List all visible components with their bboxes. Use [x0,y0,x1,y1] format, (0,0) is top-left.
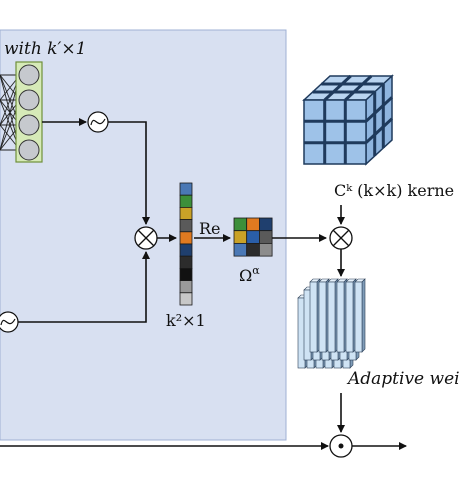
vector-cell [179,292,193,306]
vector-cell [179,182,193,196]
path-act-to-mult [108,121,150,225]
weight-bar [318,278,330,353]
omega-cell [246,230,260,244]
kernel-label: Cᵏ (k×k) kerne [334,181,454,200]
activation-bottom-wave [0,318,16,326]
omega-cell [258,230,273,244]
vector-cell [179,194,193,208]
adaptive-weights [297,278,366,369]
path-bottom-to-mult [18,251,150,323]
omega-cell [246,217,260,232]
omega-cell [246,242,260,257]
kernel-vector [179,182,193,306]
kernel-cube [302,74,394,166]
weight-bar [345,278,357,353]
neuron-1 [18,64,40,86]
weight-bar [336,278,348,353]
omega-grid [233,217,273,257]
neuron-2 [18,89,40,111]
vector-cell [179,243,193,257]
neuron-3 [18,114,40,136]
omega-cell [233,242,248,257]
adaptive-label: Adaptive wei [346,369,460,389]
weight-bar [354,278,366,353]
omega-cell [258,217,273,232]
vector-cell [179,206,193,220]
omega-cell [258,242,273,257]
activation-top-icon [87,111,109,133]
vector-cell [179,255,193,269]
mlp-title: with k′×1 [4,39,86,59]
activation-top-wave [90,118,106,126]
weight-bar [309,278,321,353]
vector-cell [179,231,193,245]
weight-bar [327,278,339,353]
neuron-4 [18,139,40,161]
omega-label: Ωα [239,264,260,285]
vector-cell [179,219,193,233]
omega-cell [233,217,248,232]
activation-bottom-icon [0,311,19,333]
omega-cell [233,230,248,244]
vector-cell [179,280,193,294]
vector-dim-label: k²×1 [166,311,206,330]
reshape-label: Re [199,219,221,238]
vector-cell [179,267,193,281]
